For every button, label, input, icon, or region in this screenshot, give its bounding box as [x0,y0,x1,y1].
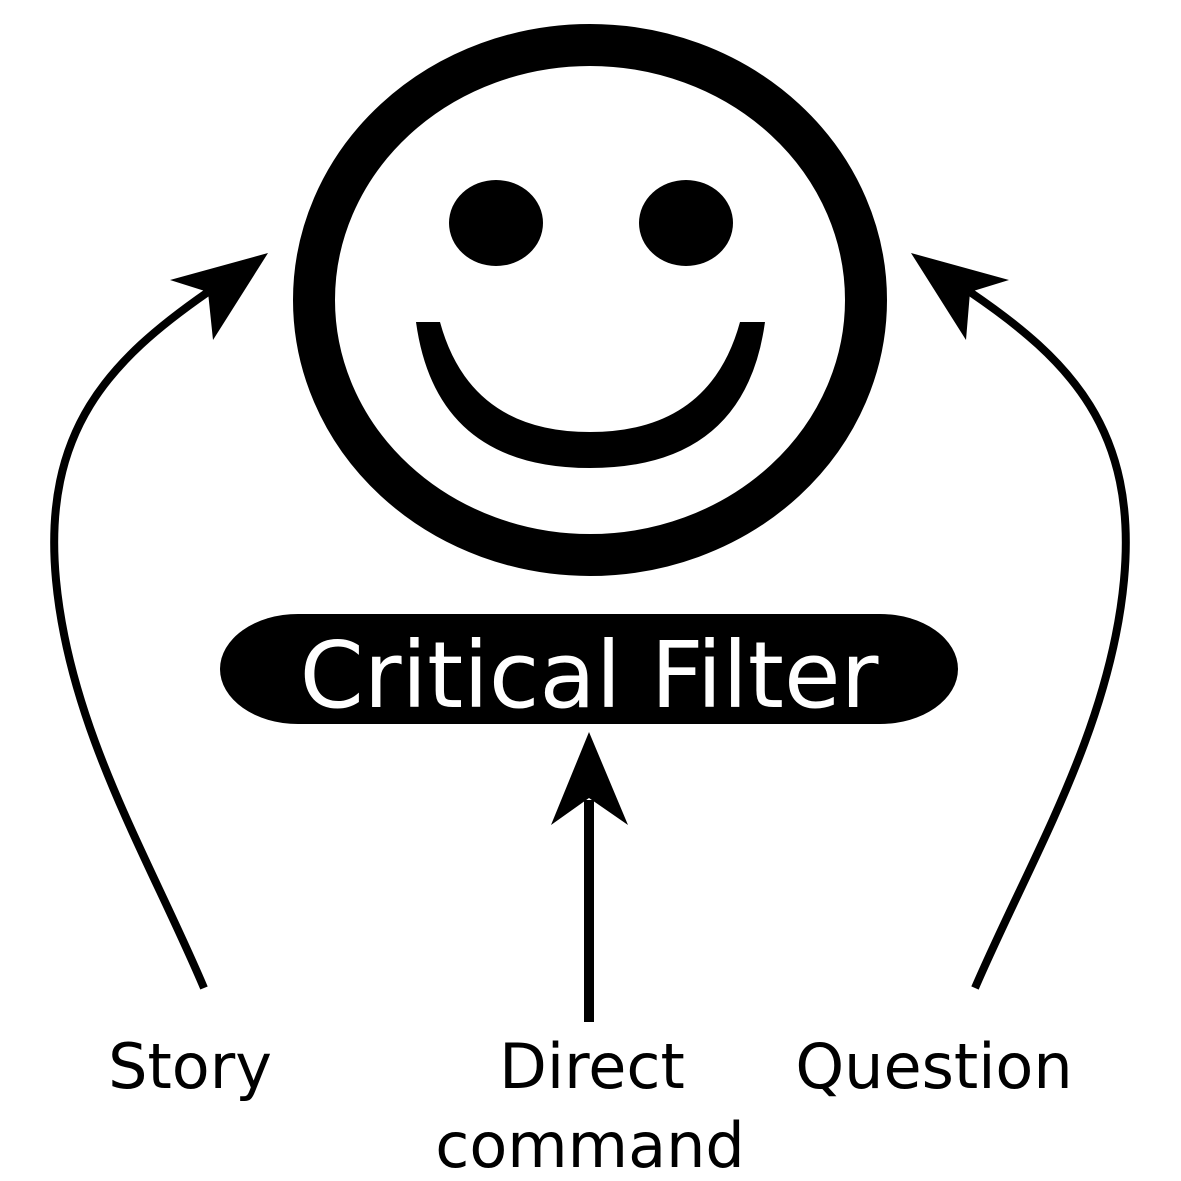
direct-label-line2: command [435,1109,744,1181]
critical-filter-label: Critical Filter [300,622,879,729]
face-outline [293,24,887,576]
question-label: Question [795,1030,1072,1103]
direct-command-arrow [551,732,628,1022]
question-arrow [911,253,1130,990]
smile-mouth [416,322,765,468]
direct-label-line1: Direct [499,1030,685,1103]
right-eye [639,180,733,266]
smiley-face-icon [293,24,887,576]
critical-filter-box: Critical Filter [220,614,958,729]
story-arrow [50,253,268,990]
critical-filter-pill [220,614,958,724]
left-eye [449,180,543,266]
story-label: Story [108,1030,272,1103]
